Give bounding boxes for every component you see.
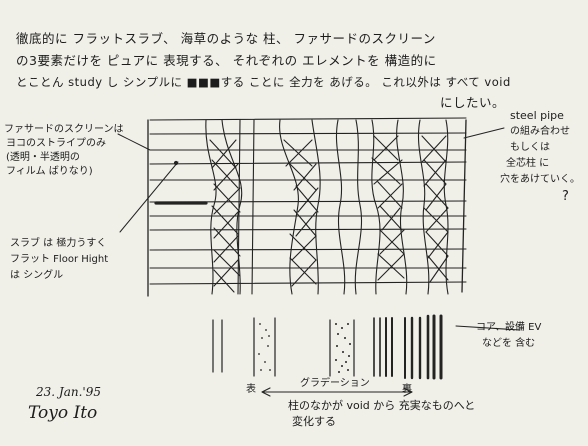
column-5	[371, 119, 408, 295]
facade-note-3: (透明・半透明の	[6, 152, 80, 163]
gradation-legend	[212, 314, 443, 380]
intro-line-1: 徹底的に フラットスラブ、 海草のような 柱、 ファサードのスクリーン	[16, 31, 436, 46]
gradation-label-left: 表	[246, 384, 256, 395]
slab-note-2: フラット Floor Hight	[10, 254, 109, 265]
legend-note-1: コア、設備 EV	[476, 322, 542, 333]
pipe-note-4: 全芯柱 に	[506, 158, 550, 169]
architect-signature: Toyo Ito	[28, 403, 98, 423]
intro-line-3: とことん study し シンプルに ■■■する ことに 全力を あげる。 これ…	[16, 75, 511, 89]
facade-note-4: フィルム ばりなり)	[6, 166, 93, 177]
gradation-text-1: 柱のなかが void から 充実なものへと	[288, 399, 476, 412]
pipe-note-6: ?	[562, 189, 569, 204]
intro-line-4: にしたい。	[440, 95, 506, 110]
column-2	[237, 119, 255, 295]
gradation-label-right: 裏	[402, 384, 412, 395]
column-6	[417, 119, 449, 295]
sketch-date: 23. Jan.'95	[36, 385, 101, 399]
pipe-note-3: もしくは	[510, 142, 550, 153]
legend-note-2: などを 含む	[482, 338, 536, 349]
slab-note-3: は シングル	[10, 270, 64, 281]
gradation-arrow	[261, 387, 413, 397]
pipe-note-2: の組み合わせ	[510, 126, 570, 137]
gradation-label-mid: グラデーション	[300, 378, 370, 389]
leader-lines	[117, 127, 521, 331]
pipe-note-1: steel pipe	[510, 109, 564, 122]
stipple-dots	[258, 323, 351, 373]
slab-note-1: スラブ は 極力うすく	[10, 238, 107, 249]
facade-note-2: ヨコのストライプのみ	[6, 138, 106, 149]
gradation-text-2: 変化する	[292, 415, 336, 428]
column-4	[335, 119, 363, 295]
column-3	[279, 119, 321, 295]
facade-note-1: ファサードのスクリーンは	[4, 124, 124, 135]
intro-line-2: の3要素だけを ピュアに 表現する、 それぞれの エレメントを 構造的に	[16, 53, 437, 68]
column-1	[205, 119, 243, 295]
pipe-note-5: 穴をあけていく。	[500, 174, 580, 185]
